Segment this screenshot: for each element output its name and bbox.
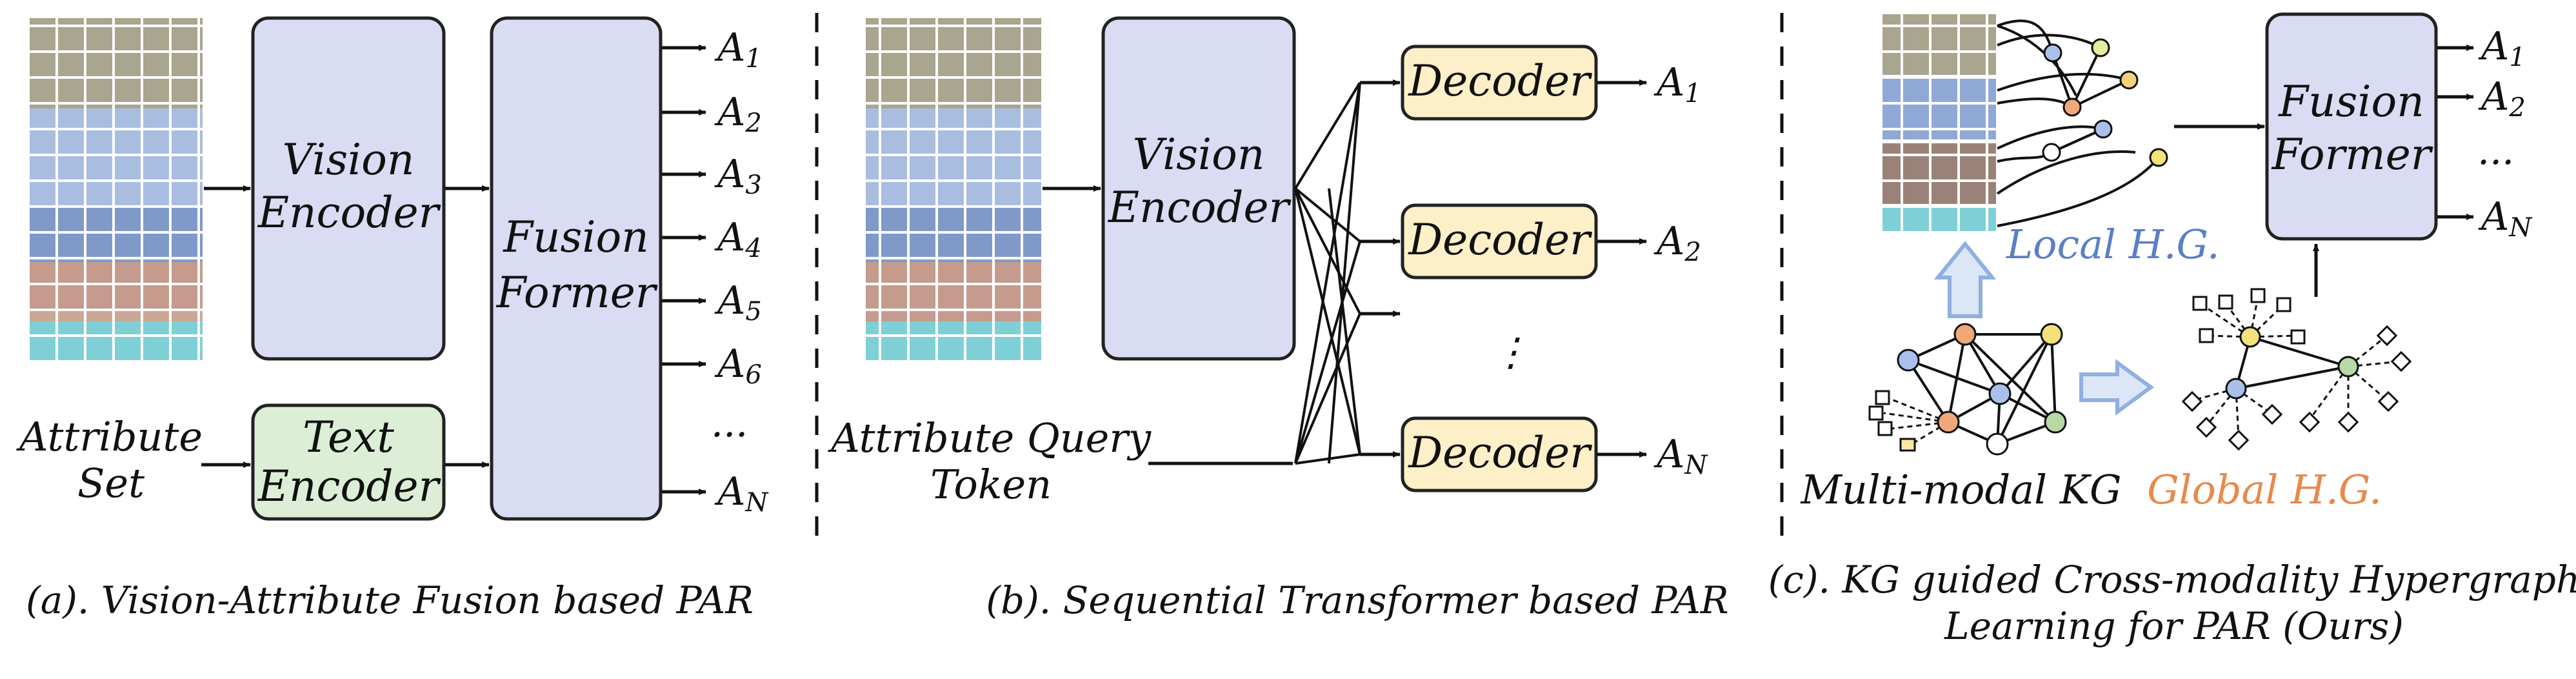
fusion-former-c-label-2: Former bbox=[2271, 130, 2433, 179]
kg-label: Multi-modal KG bbox=[1800, 466, 2121, 513]
output-c-ellipsis: ... bbox=[2477, 128, 2514, 174]
local-hypergraph bbox=[1996, 19, 2160, 227]
vision-encoder-box-b bbox=[1101, 16, 1296, 361]
image-patches bbox=[1882, 14, 1996, 234]
hollow-up-arrow bbox=[1933, 241, 1997, 318]
pedestrian-image bbox=[27, 18, 203, 360]
decoder-label-2: Decoder bbox=[1408, 215, 1592, 265]
output-b-a2: A2 bbox=[1653, 219, 1701, 267]
attribute-query-label-1: Attribute Query bbox=[828, 414, 1152, 461]
panel-a: Vision Encoder Text Encoder Attribute Se… bbox=[16, 16, 769, 622]
vision-encoder-b-label-1: Vision bbox=[1133, 130, 1265, 179]
panel-c: Fusion Former A1 A2 ... AN Local H.G. bbox=[1768, 12, 2576, 648]
output-a6: A6 bbox=[714, 341, 762, 390]
caption-b: (b). Sequential Transformer based PAR bbox=[986, 578, 1728, 622]
fusion-former-label-1: Fusion bbox=[503, 212, 649, 262]
caption-a: (a). Vision-Attribute Fusion based PAR bbox=[26, 578, 754, 622]
decoder-box-1 bbox=[1401, 45, 1598, 121]
fusion-former-box bbox=[490, 16, 663, 521]
decoder-label-3: Decoder bbox=[1408, 428, 1592, 478]
decoder-label-1: Decoder bbox=[1408, 56, 1592, 106]
pedestrian-image-b bbox=[866, 18, 1041, 360]
local-hg-label: Local H.G. bbox=[2006, 221, 2220, 268]
panel-b: Vision Encoder Attribute Query Token Dec… bbox=[828, 16, 1729, 622]
fan-connections bbox=[1294, 81, 1361, 465]
multimodal-kg bbox=[1868, 323, 2067, 456]
vision-encoder-b-label-2: Encoder bbox=[1108, 183, 1292, 232]
hollow-right-arrow bbox=[2079, 359, 2155, 416]
fusion-former-box-c bbox=[2265, 12, 2438, 241]
output-an: AN bbox=[714, 469, 769, 518]
global-hypergraph bbox=[2181, 288, 2412, 451]
text-encoder-label-1: Text bbox=[303, 412, 394, 462]
output-c-an: AN bbox=[2478, 194, 2533, 243]
output-a2: A2 bbox=[714, 90, 762, 138]
output-ellipsis: ... bbox=[711, 401, 748, 446]
fusion-former-c-label-1: Fusion bbox=[2278, 77, 2424, 127]
output-a1: A1 bbox=[714, 25, 762, 74]
output-b-an: AN bbox=[1653, 432, 1708, 480]
output-a5: A5 bbox=[714, 278, 762, 327]
vision-encoder-label-1: Vision bbox=[283, 135, 415, 185]
output-a3: A3 bbox=[714, 152, 762, 200]
caption-c-line-2: Learning for PAR (Ours) bbox=[1944, 604, 2404, 648]
panel-a-outputs: A1 A2 A3 A4 A5 A6 ... AN bbox=[662, 25, 769, 518]
caption-c-line-1: (c). KG guided Cross-modality Hypergraph bbox=[1768, 558, 2576, 602]
attribute-set-label-2: Set bbox=[77, 460, 145, 507]
decoder-ellipsis: ⋮ bbox=[1492, 330, 1530, 375]
decoder-box-3 bbox=[1401, 416, 1598, 492]
output-c-a2: A2 bbox=[2478, 74, 2526, 123]
output-c-a1: A1 bbox=[2478, 24, 2526, 72]
output-a4: A4 bbox=[714, 215, 762, 263]
global-hg-label: Global H.G. bbox=[2147, 466, 2382, 513]
output-b-a1: A1 bbox=[1653, 60, 1701, 108]
attribute-query-label-2: Token bbox=[930, 461, 1052, 508]
text-encoder-box bbox=[251, 403, 446, 521]
decoder-box-2 bbox=[1401, 203, 1598, 279]
attribute-set-label-1: Attribute bbox=[16, 413, 203, 460]
vision-encoder-box bbox=[251, 16, 446, 361]
vision-encoder-label-2: Encoder bbox=[257, 188, 441, 238]
text-encoder-label-2: Encoder bbox=[257, 461, 441, 511]
fusion-former-label-2: Former bbox=[496, 268, 658, 318]
